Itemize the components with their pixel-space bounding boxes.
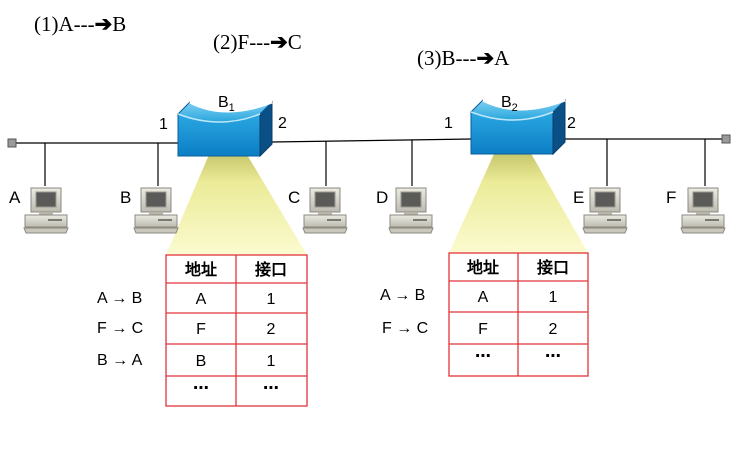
lan-segment-right bbox=[565, 138, 727, 186]
table-2-row-1-label: A → B bbox=[380, 287, 425, 304]
bridge-1-port-left: 1 bbox=[159, 116, 168, 133]
table-1-row-4-addr: ⋯ bbox=[193, 380, 209, 397]
host-c-label: C bbox=[288, 188, 300, 207]
frame-2-prefix: (2) bbox=[213, 30, 238, 54]
host-e-label: E bbox=[573, 188, 584, 207]
forwarding-table-1: 地址 接口 A → B A 1 F → C F 2 B → A B 1 ⋯ ⋯ bbox=[97, 254, 308, 407]
table-1-row-3-addr: B bbox=[196, 353, 207, 370]
computer-icon bbox=[133, 187, 179, 234]
frame-2-dashes: --- bbox=[249, 30, 270, 54]
table-2-row-2-addr: F bbox=[478, 321, 488, 338]
bridge-1-letter: B bbox=[218, 94, 229, 111]
bridge-2-name: B2 bbox=[501, 94, 518, 114]
frame-3-src: B bbox=[442, 46, 456, 70]
frame-3-dst: A bbox=[494, 46, 510, 70]
frame-2-arrow-icon: ➔ bbox=[270, 30, 288, 54]
frame-1-arrow-icon: ➔ bbox=[95, 12, 113, 36]
frame-caption-1: (1)A---➔B bbox=[34, 12, 126, 36]
bridge-1: B1 1 2 bbox=[159, 94, 287, 158]
bridge-2-port-right: 2 bbox=[567, 115, 576, 132]
frame-caption-3: (3)B---➔A bbox=[417, 46, 510, 70]
bridge-2-beam bbox=[449, 143, 588, 253]
frame-1-prefix: (1) bbox=[34, 12, 59, 36]
host-f-label: F bbox=[666, 188, 676, 207]
table-1-header-port: 接口 bbox=[255, 260, 287, 279]
bridge-2-port-left: 1 bbox=[444, 115, 453, 132]
table-1-row-4-port: ⋯ bbox=[263, 380, 279, 397]
bridge-2-letter: B bbox=[501, 94, 512, 111]
table-2-row-3-port: ⋯ bbox=[545, 348, 561, 365]
table-2-header-addr: 地址 bbox=[467, 258, 499, 277]
table-1-row-2-port: 2 bbox=[267, 321, 276, 338]
lan-segment-left bbox=[13, 142, 178, 186]
host-c: C bbox=[288, 187, 348, 234]
frame-2-dst: C bbox=[288, 30, 302, 54]
frame-caption-2: (2)F---➔C bbox=[213, 30, 302, 54]
table-1-row-2-addr: F bbox=[196, 321, 206, 338]
table-2-row-3-addr: ⋯ bbox=[475, 348, 491, 365]
bridge-1-subscript: 1 bbox=[229, 102, 235, 114]
table-2-row-1-port: 1 bbox=[549, 289, 558, 306]
bridge-icon bbox=[469, 98, 567, 156]
table-2-header-port: 接口 bbox=[537, 258, 569, 277]
lan-segment-middle bbox=[271, 138, 473, 186]
frame-1-dashes: --- bbox=[74, 12, 95, 36]
frame-1-src: A bbox=[59, 12, 75, 36]
table-1-row-3-port: 1 bbox=[267, 353, 276, 370]
table-1-header-addr: 地址 bbox=[185, 260, 217, 279]
computer-icon bbox=[388, 187, 434, 234]
table-2-row-1-addr: A bbox=[478, 289, 489, 306]
frame-1-dst: B bbox=[112, 12, 126, 36]
table-1-row-1-port: 1 bbox=[267, 291, 276, 308]
frame-3-prefix: (3) bbox=[417, 46, 442, 70]
bridge-1-name: B1 bbox=[218, 94, 235, 114]
table-1-row-3-label: B → A bbox=[97, 352, 143, 369]
host-f: F bbox=[666, 187, 726, 234]
table-2-row-2-port: 2 bbox=[549, 321, 558, 338]
bridge-2-subscript: 2 bbox=[512, 102, 518, 114]
host-e: E bbox=[573, 187, 628, 234]
table-2-row-2-label: F → C bbox=[382, 320, 428, 337]
frame-3-dashes: --- bbox=[456, 46, 477, 70]
table-1-row-2-label: F → C bbox=[97, 320, 143, 337]
lan-terminator-right bbox=[721, 134, 731, 144]
host-b-label: B bbox=[120, 188, 131, 207]
bridge-1-port-right: 2 bbox=[278, 115, 287, 132]
bridge-1-beam bbox=[166, 143, 307, 255]
host-d: D bbox=[376, 187, 434, 234]
computer-icon bbox=[302, 187, 348, 234]
host-d-label: D bbox=[376, 188, 388, 207]
lan-terminator-left bbox=[7, 138, 17, 148]
frame-3-arrow-icon: ➔ bbox=[477, 46, 495, 70]
forwarding-table-2: 地址 接口 A → B A 1 F → C F 2 ⋯ ⋯ bbox=[380, 252, 589, 377]
bridge-2: B2 1 2 bbox=[444, 94, 576, 156]
computer-icon bbox=[582, 187, 628, 234]
computer-icon bbox=[680, 187, 726, 234]
host-a-label: A bbox=[9, 188, 21, 207]
table-1-row-1-label: A → B bbox=[97, 290, 142, 307]
table-1-row-1-addr: A bbox=[196, 291, 207, 308]
computer-icon bbox=[23, 187, 69, 234]
host-b: B bbox=[120, 187, 179, 234]
host-a: A bbox=[9, 187, 69, 234]
frame-2-src: F bbox=[238, 30, 250, 54]
